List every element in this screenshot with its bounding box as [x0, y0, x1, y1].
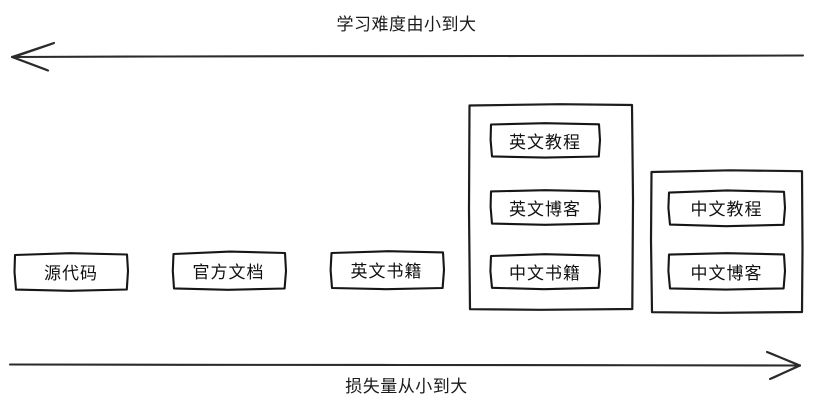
learning-difficulty-axis-label: 学习难度由小到大 [336, 15, 477, 35]
node-source-code[interactable] [13, 252, 130, 292]
information-loss-axis-label: 损失量从小到大 [345, 377, 468, 397]
node-official-docs[interactable] [171, 250, 288, 291]
learning-difficulty-axis [10, 41, 805, 72]
node-english-tutorial[interactable] [489, 122, 602, 159]
node-english-blog[interactable] [489, 189, 602, 226]
node-english-books[interactable] [329, 250, 446, 291]
information-loss-axis [8, 350, 802, 381]
node-chinese-tutorial[interactable] [667, 189, 787, 228]
node-chinese-blog[interactable] [667, 252, 787, 291]
node-chinese-books[interactable] [489, 253, 602, 291]
